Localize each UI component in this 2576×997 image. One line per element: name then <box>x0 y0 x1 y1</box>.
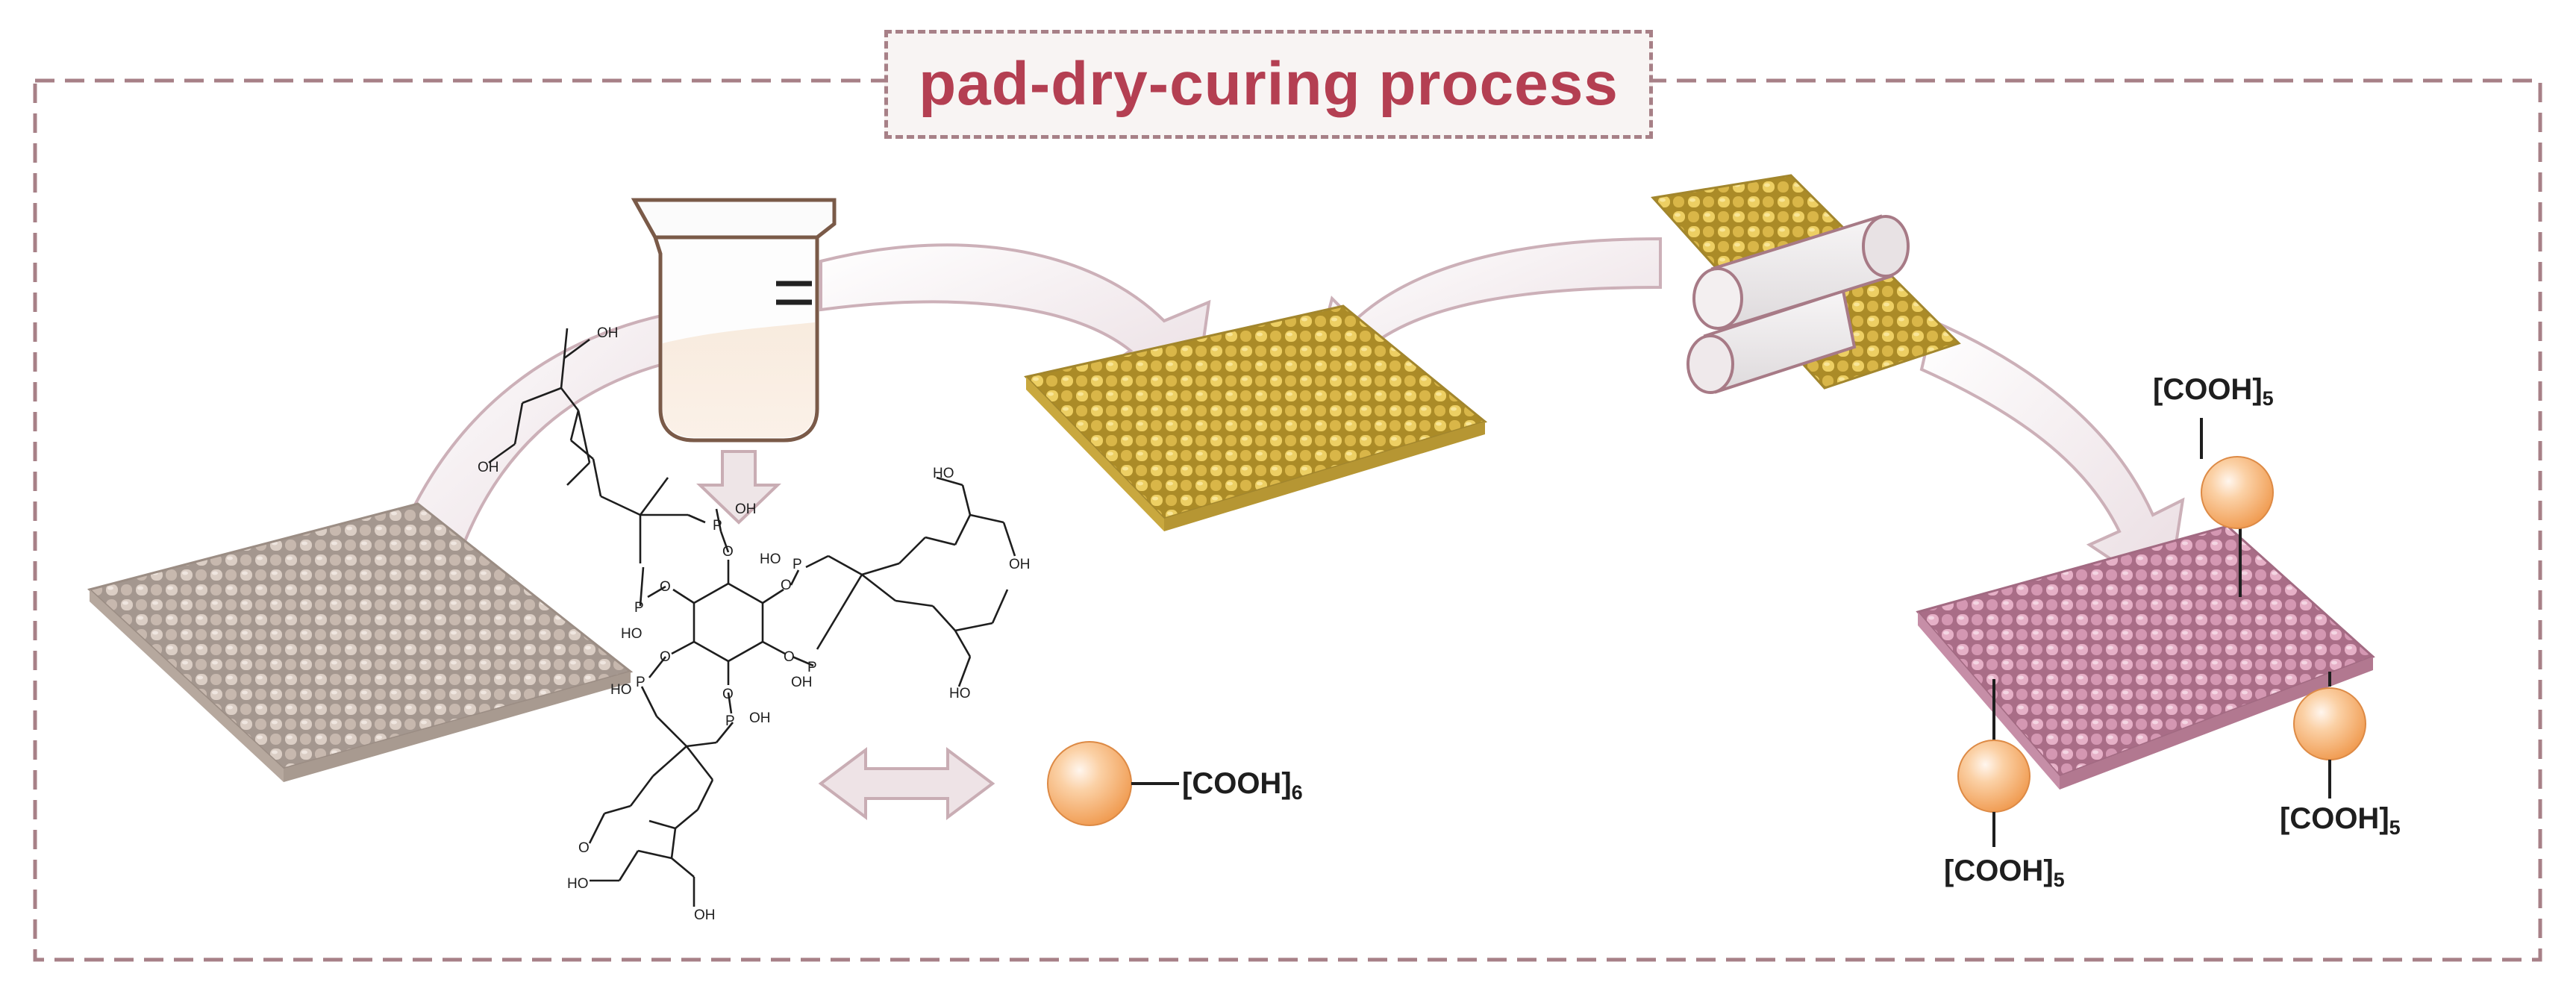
atom-label-oh: OH <box>597 325 619 341</box>
atom-label-o: O <box>660 579 671 595</box>
atom-label-p: P <box>807 660 817 675</box>
top-sphere-group <box>2200 418 2274 597</box>
title-box: pad-dry-curing process <box>884 30 1653 139</box>
atom-label-ho: HO <box>933 466 954 481</box>
atom-label-ho: HO <box>621 626 643 642</box>
right-sphere-group <box>2293 672 2366 798</box>
molecule-structure: O P OH O P HO O P OH O P OH O P HO O P H… <box>478 325 1031 923</box>
atom-label-o: O <box>578 840 590 856</box>
roller-assembly <box>1651 174 1961 394</box>
atom-label-ho: HO <box>760 551 781 567</box>
upper-roller <box>1692 214 1910 331</box>
label-cooh-center-base: [COOH] <box>1182 767 1292 800</box>
right-sphere <box>2293 687 2366 760</box>
label-cooh-top-sub: 5 <box>2262 387 2274 410</box>
label-cooh-center: [COOH]6 <box>1182 767 1303 804</box>
label-cooh-right-sub: 5 <box>2389 816 2401 839</box>
atom-label-o: O <box>781 578 792 593</box>
final-fabric <box>1916 525 2375 790</box>
atom-label-p: P <box>793 557 802 572</box>
atom-label-o: O <box>660 649 671 665</box>
atom-label-o: O <box>784 649 795 665</box>
label-cooh-left-sub: 5 <box>2053 869 2065 891</box>
label-cooh-left: [COOH]5 <box>1944 854 2065 892</box>
atom-label-p: P <box>634 600 644 616</box>
atom-label-oh: OH <box>694 907 716 923</box>
label-cooh-top-base: [COOH] <box>2153 373 2263 406</box>
atom-label-p: P <box>713 518 722 534</box>
label-cooh-right: [COOH]5 <box>2280 802 2401 840</box>
atom-label-ho: HO <box>610 682 632 698</box>
atom-label-p: P <box>636 675 645 690</box>
atom-label-oh: OH <box>1009 557 1031 572</box>
atom-label-ho: HO <box>567 876 589 892</box>
raw-fabric <box>87 502 634 782</box>
central-ring <box>693 582 764 663</box>
atom-label-p: P <box>725 713 735 729</box>
center-sphere <box>1047 741 1132 826</box>
equivalence-arrow <box>818 747 995 820</box>
left-sphere <box>1957 740 2031 813</box>
label-cooh-left-base: [COOH] <box>1944 854 2054 887</box>
label-cooh-right-base: [COOH] <box>2280 802 2389 835</box>
top-sphere <box>2201 456 2274 529</box>
lower-roller <box>1686 289 1857 394</box>
atom-label-oh: OH <box>735 501 757 517</box>
atom-label-oh: OH <box>749 710 771 726</box>
atom-label-oh: OH <box>478 460 499 475</box>
beaker <box>631 198 837 443</box>
atom-label-ho: HO <box>949 686 971 701</box>
atom-label-o: O <box>722 687 734 702</box>
atom-label-oh: OH <box>791 675 813 690</box>
page-title: pad-dry-curing process <box>919 50 1619 118</box>
atom-label-o: O <box>722 544 734 560</box>
left-sphere-group <box>1957 679 2031 847</box>
treated-fabric <box>1024 304 1488 531</box>
label-cooh-top: [COOH]5 <box>2153 373 2274 410</box>
label-cooh-center-sub: 6 <box>1291 781 1303 804</box>
center-sphere-group <box>1047 741 1179 826</box>
outer-dashed-frame <box>33 78 2542 962</box>
down-arrow <box>696 450 781 525</box>
